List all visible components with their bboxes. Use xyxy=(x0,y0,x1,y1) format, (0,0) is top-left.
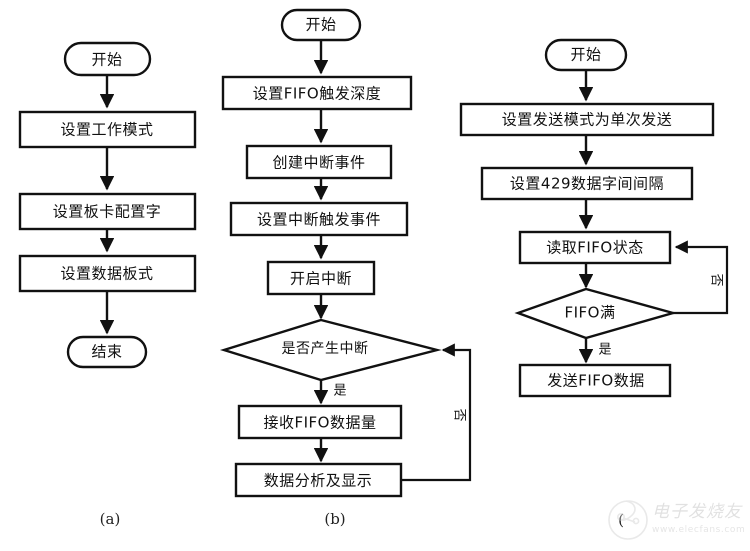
node-a-set-data-format-label: 设置数据板式 xyxy=(60,265,153,283)
node-a-set-data-format[interactable]: 设置数据板式 xyxy=(18,254,197,293)
edge-b-decision-no-loop xyxy=(401,343,472,482)
flowchart-a: 开始 设置工作模式 设置板卡配置字 设置数据板式 xyxy=(18,41,197,528)
caption-c: ( xyxy=(618,511,624,529)
node-c-set-429-word-gap-label: 设置429数据字间间隔 xyxy=(510,175,664,193)
edge-c-decision-no-loop xyxy=(673,240,729,315)
node-c-set-429-word-gap[interactable]: 设置429数据字间间隔 xyxy=(480,166,694,201)
node-c-decision-fifo-full-label: FIFO满 xyxy=(565,304,616,322)
node-b-receive-fifo-data[interactable]: 接收FIFO数据量 xyxy=(237,404,403,440)
node-a-set-board-config-word[interactable]: 设置板卡配置字 xyxy=(18,192,197,231)
node-b-create-interrupt-event-label: 创建中断事件 xyxy=(272,154,365,172)
node-a-set-work-mode[interactable]: 设置工作模式 xyxy=(18,110,197,149)
node-c-start[interactable]: 开始 xyxy=(544,38,628,72)
node-c-send-fifo-data[interactable]: 发送FIFO数据 xyxy=(518,363,672,398)
edge-label-b-yes: 是 xyxy=(333,384,346,399)
caption-a: (a) xyxy=(100,510,121,528)
node-b-start[interactable]: 开始 xyxy=(280,8,362,42)
node-a-start-label: 开始 xyxy=(91,51,122,69)
edge-label-b-no: 否 xyxy=(452,408,467,421)
node-b-analyze-and-display[interactable]: 数据分析及显示 xyxy=(234,462,403,498)
node-c-decision-fifo-full[interactable]: FIFO满 xyxy=(514,287,678,340)
flowchart-b: 开始 设置FIFO触发深度 创建中断事件 设置中断触发事件 xyxy=(219,8,472,528)
node-c-send-fifo-data-label: 发送FIFO数据 xyxy=(547,372,645,390)
node-a-end[interactable]: 结束 xyxy=(66,335,148,369)
node-b-enable-interrupt-label: 开启中断 xyxy=(290,270,352,288)
node-b-set-interrupt-trigger-event[interactable]: 设置中断触发事件 xyxy=(229,201,409,237)
node-b-analyze-and-display-label: 数据分析及显示 xyxy=(264,472,373,490)
node-b-set-interrupt-trigger-event-label: 设置中断触发事件 xyxy=(257,211,381,229)
node-a-set-board-config-word-label: 设置板卡配置字 xyxy=(53,203,162,221)
node-a-start[interactable]: 开始 xyxy=(63,41,152,77)
edge-label-c-yes: 是 xyxy=(598,343,611,358)
flowchart-c: 开始 设置发送模式为单次发送 设置429数据字间间隔 读取FIFO状态 xyxy=(459,38,729,529)
node-b-receive-fifo-data-label: 接收FIFO数据量 xyxy=(264,414,377,432)
node-c-set-send-mode-single[interactable]: 设置发送模式为单次发送 xyxy=(459,102,715,137)
node-c-read-fifo-status-label: 读取FIFO状态 xyxy=(546,239,644,257)
node-b-set-fifo-trigger-depth-label: 设置FIFO触发深度 xyxy=(253,85,382,103)
caption-b: (b) xyxy=(324,510,345,528)
node-a-end-label: 结束 xyxy=(91,343,122,361)
node-b-start-label: 开始 xyxy=(305,16,336,34)
node-b-decision-interrupt-occurred[interactable]: 是否产生中断 xyxy=(219,318,442,382)
node-c-set-send-mode-single-label: 设置发送模式为单次发送 xyxy=(502,111,673,129)
node-b-create-interrupt-event[interactable]: 创建中断事件 xyxy=(245,144,393,180)
node-b-enable-interrupt[interactable]: 开启中断 xyxy=(266,260,376,296)
node-b-set-fifo-trigger-depth[interactable]: 设置FIFO触发深度 xyxy=(221,75,413,111)
node-a-set-work-mode-label: 设置工作模式 xyxy=(60,121,153,139)
node-b-decision-interrupt-occurred-label: 是否产生中断 xyxy=(282,341,369,357)
node-c-start-label: 开始 xyxy=(570,46,601,64)
node-c-read-fifo-status[interactable]: 读取FIFO状态 xyxy=(518,230,672,265)
edge-label-c-no: 否 xyxy=(709,273,724,286)
